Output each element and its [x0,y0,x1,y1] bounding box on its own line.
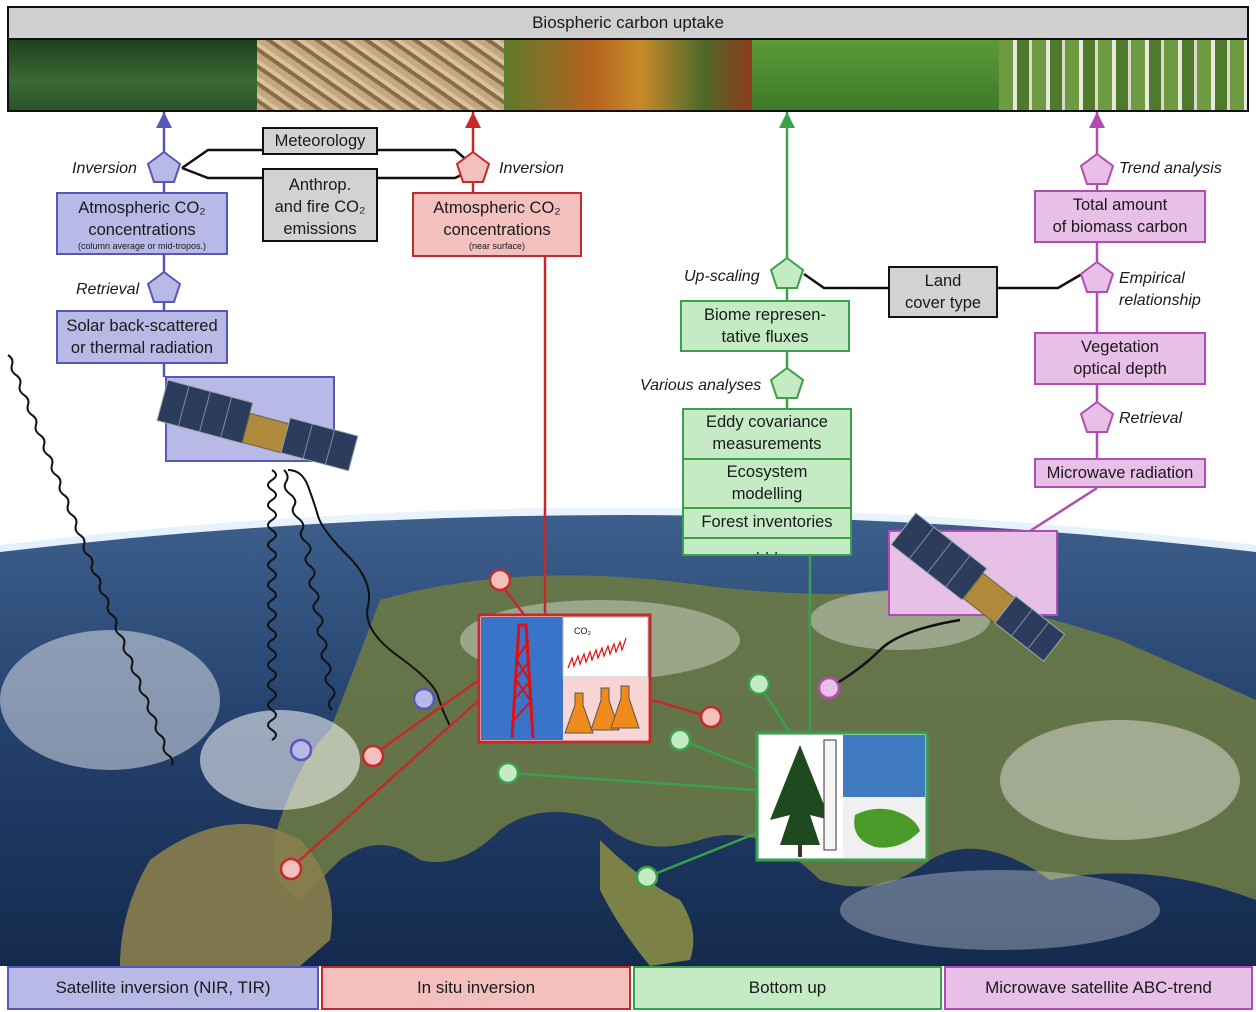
retrieval-label: Retrieval [76,281,140,298]
microwave-radiation-box: Microwave radiation [1034,458,1206,488]
co2-chart-label: CO₂ [574,626,592,636]
trend-analysis-label: Trend analysis [1119,160,1222,177]
location-pins [279,568,841,889]
biomass-carbon-box: Total amount of biomass carbon [1034,190,1206,243]
ecosystem-panel [755,731,929,862]
legend-in-situ-inversion: In situ inversion [321,966,631,1010]
legend-bottom-up: Bottom up [633,966,942,1010]
legend-microwave-trend: Microwave satellite ABC-trend [944,966,1253,1010]
wheat-field-photo [256,40,505,110]
radiation-box: Solar back-scattered or thermal radiatio… [56,310,228,364]
autumn-forest-photo [504,40,752,110]
upscaling-label: Up-scaling [684,268,760,285]
ecosystem-modelling-item: Ecosystem modelling [684,460,850,509]
tower-panel [477,613,652,744]
forest-inventories-item: Forest inventories [684,509,850,539]
legend-satellite-inversion: Satellite inversion (NIR, TIR) [7,966,319,1010]
satellite-icon [890,512,1066,662]
satellite-icon [156,379,359,472]
inversion-label: Inversion [72,160,137,177]
method-pentagons [146,150,1115,433]
bottom-up-methods-box: Eddy covariance measurements Ecosystem m… [682,408,852,558]
retrieval-label: Retrieval [1119,410,1183,427]
inversion-label: Inversion [499,160,564,177]
conifer-forest-photo [9,40,257,110]
land-cover-box: Land cover type [888,266,998,318]
anthropogenic-emissions-box: Anthrop. and fire CO₂ emissions [262,168,378,242]
page-title: Biospheric carbon uptake [7,6,1249,38]
atmospheric-co2-surface-box: Atmospheric CO₂ concentrations (near sur… [412,192,582,257]
ecosystem-photo-strip [7,38,1249,112]
birch-forest-photo [999,40,1247,110]
grassland-photo [751,40,1000,110]
eddy-covariance-item: Eddy covariance measurements [684,410,850,460]
atmospheric-co2-column-box: Atmospheric CO₂ concentrations (column a… [56,192,228,255]
vegetation-optical-depth-box: Vegetation optical depth [1034,332,1206,385]
radiation-waves [7,354,451,766]
more-methods-item: . . . [755,540,779,558]
various-analyses-label: Various analyses [640,377,762,394]
empirical-relationship-label: Empirical relationship [1119,270,1201,309]
biome-fluxes-box: Biome represen- tative fluxes [680,300,850,352]
meteorology-box: Meteorology [262,127,378,155]
connector-lines [162,112,1099,879]
arrow-heads [156,112,1105,128]
